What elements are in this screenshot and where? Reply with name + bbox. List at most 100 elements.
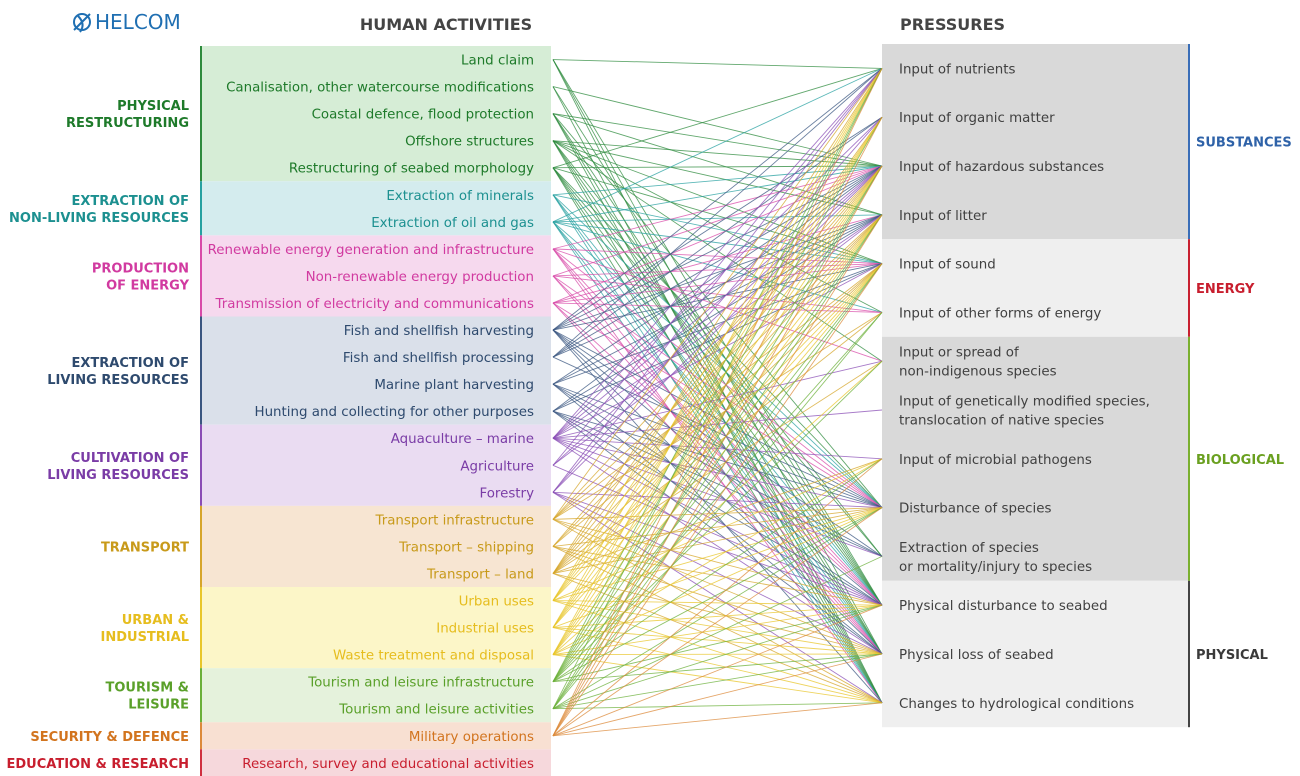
helcom-logo: HELCOM [73,10,181,34]
connection-line [552,600,883,655]
connection-line [552,507,883,520]
activity-item: Military operations [409,730,534,745]
connection-line [552,653,883,737]
connection-line [552,165,883,547]
connection-line [552,507,883,656]
connection-line [552,507,883,601]
activity-group-bar [200,235,202,317]
connection-line [552,165,883,574]
activity-group-label: SECURITY & DEFENCE [30,730,189,745]
activity-group-label: PHYSICAL [117,99,189,114]
pressure-item: Input of genetically modified species, [899,395,1150,410]
connection-line [552,604,883,710]
connection-line [552,68,883,358]
activity-item: Tourism and leisure infrastructure [307,676,534,691]
activity-item: Fish and shellfish processing [343,351,534,366]
connection-line [552,555,883,710]
activity-group-bar [200,46,202,182]
pressure-group-bar [1188,580,1190,728]
pressure-item: Input of litter [899,209,987,224]
connection-lines [552,59,883,737]
connection-line [552,312,883,574]
connection-line [552,507,883,547]
connection-line [552,507,883,628]
connection-line [552,263,883,601]
connection-line [552,214,883,628]
connection-line [552,68,883,466]
connection-line [552,59,883,69]
pressure-item: Input of sound [899,258,996,273]
activity-item: Aquaculture – marine [391,432,534,447]
pressure-item: Input of hazardous substances [899,160,1104,175]
activity-item: Forestry [479,486,534,501]
activity-group-bar [200,505,202,587]
activity-group-label: PRODUCTION [92,261,189,276]
activity-group-band [202,587,551,669]
activity-group-bar [200,316,202,425]
connection-line [552,214,883,737]
connection-line [552,263,883,682]
connection-line [552,312,883,520]
pressure-item: Input of other forms of energy [899,306,1101,321]
activity-item: Hunting and collecting for other purpose… [255,405,535,420]
activity-group-label: LEISURE [128,698,189,713]
activity-item: Transmission of electricity and communic… [215,297,534,312]
activity-item: Tourism and leisure activities [338,703,534,718]
connection-line [552,214,883,574]
connection-line [552,165,883,709]
connection-line [552,263,883,520]
connection-line [552,68,883,574]
connection-line [552,68,883,331]
pressure-item: Changes to hydrological conditions [899,697,1134,712]
connection-line [552,214,883,682]
pressure-item: translocation of native species [899,414,1104,429]
connection-line [552,214,883,655]
activity-item: Canalisation, other watercourse modifica… [226,81,534,96]
pressure-item: Input of organic matter [899,111,1055,126]
activity-group-label: LIVING RESOURCES [47,468,189,483]
connection-line [552,214,883,520]
connection-line [552,604,883,656]
pressure-item: or mortality/injury to species [899,560,1092,575]
connection-line [552,165,883,520]
pressure-group-label: ENERGY [1196,282,1255,297]
helcom-emblem-icon [73,13,91,33]
activity-group-band [202,316,551,425]
activity-group-band [202,424,551,506]
connection-line [552,360,883,574]
connection-line [552,458,883,574]
connection-line [552,329,883,655]
connection-line [552,360,883,655]
connection-line [552,214,883,466]
connection-line [552,604,883,737]
activity-group-label: RESTRUCTURING [66,116,189,131]
activity-item: Transport – land [426,567,534,582]
connection-line [552,263,883,737]
activity-item: Restructuring of seabed morphology [289,162,534,177]
activity-item: Renewable energy generation and infrastr… [208,243,534,258]
activity-group-label: EXTRACTION OF [72,356,189,371]
connection-line [552,68,883,655]
connection-line [552,68,883,736]
connection-line [552,68,883,520]
activity-item: Marine plant harvesting [374,378,534,393]
activity-item: Research, survey and educational activit… [242,757,534,772]
activity-group-label: OF ENERGY [106,278,189,293]
connection-line [552,86,883,167]
activity-group-label: EXTRACTION OF [72,194,189,209]
activity-group-band [202,46,551,182]
activity-item: Land claim [461,54,534,69]
connection-line [552,116,883,655]
pressure-item: Physical disturbance to seabed [899,599,1108,614]
activity-item: Offshore structures [405,135,534,150]
activity-group-label: LIVING RESOURCES [47,373,189,388]
connection-line [552,68,883,601]
connection-line [552,312,883,682]
row-backgrounds [200,44,1190,776]
pressure-group-band [882,44,1188,240]
activity-group-band [202,668,551,723]
activity-group-label: EDUCATION & RESEARCH [7,757,189,772]
activity-item: Urban uses [459,595,534,610]
activity-item: Extraction of oil and gas [371,216,534,231]
